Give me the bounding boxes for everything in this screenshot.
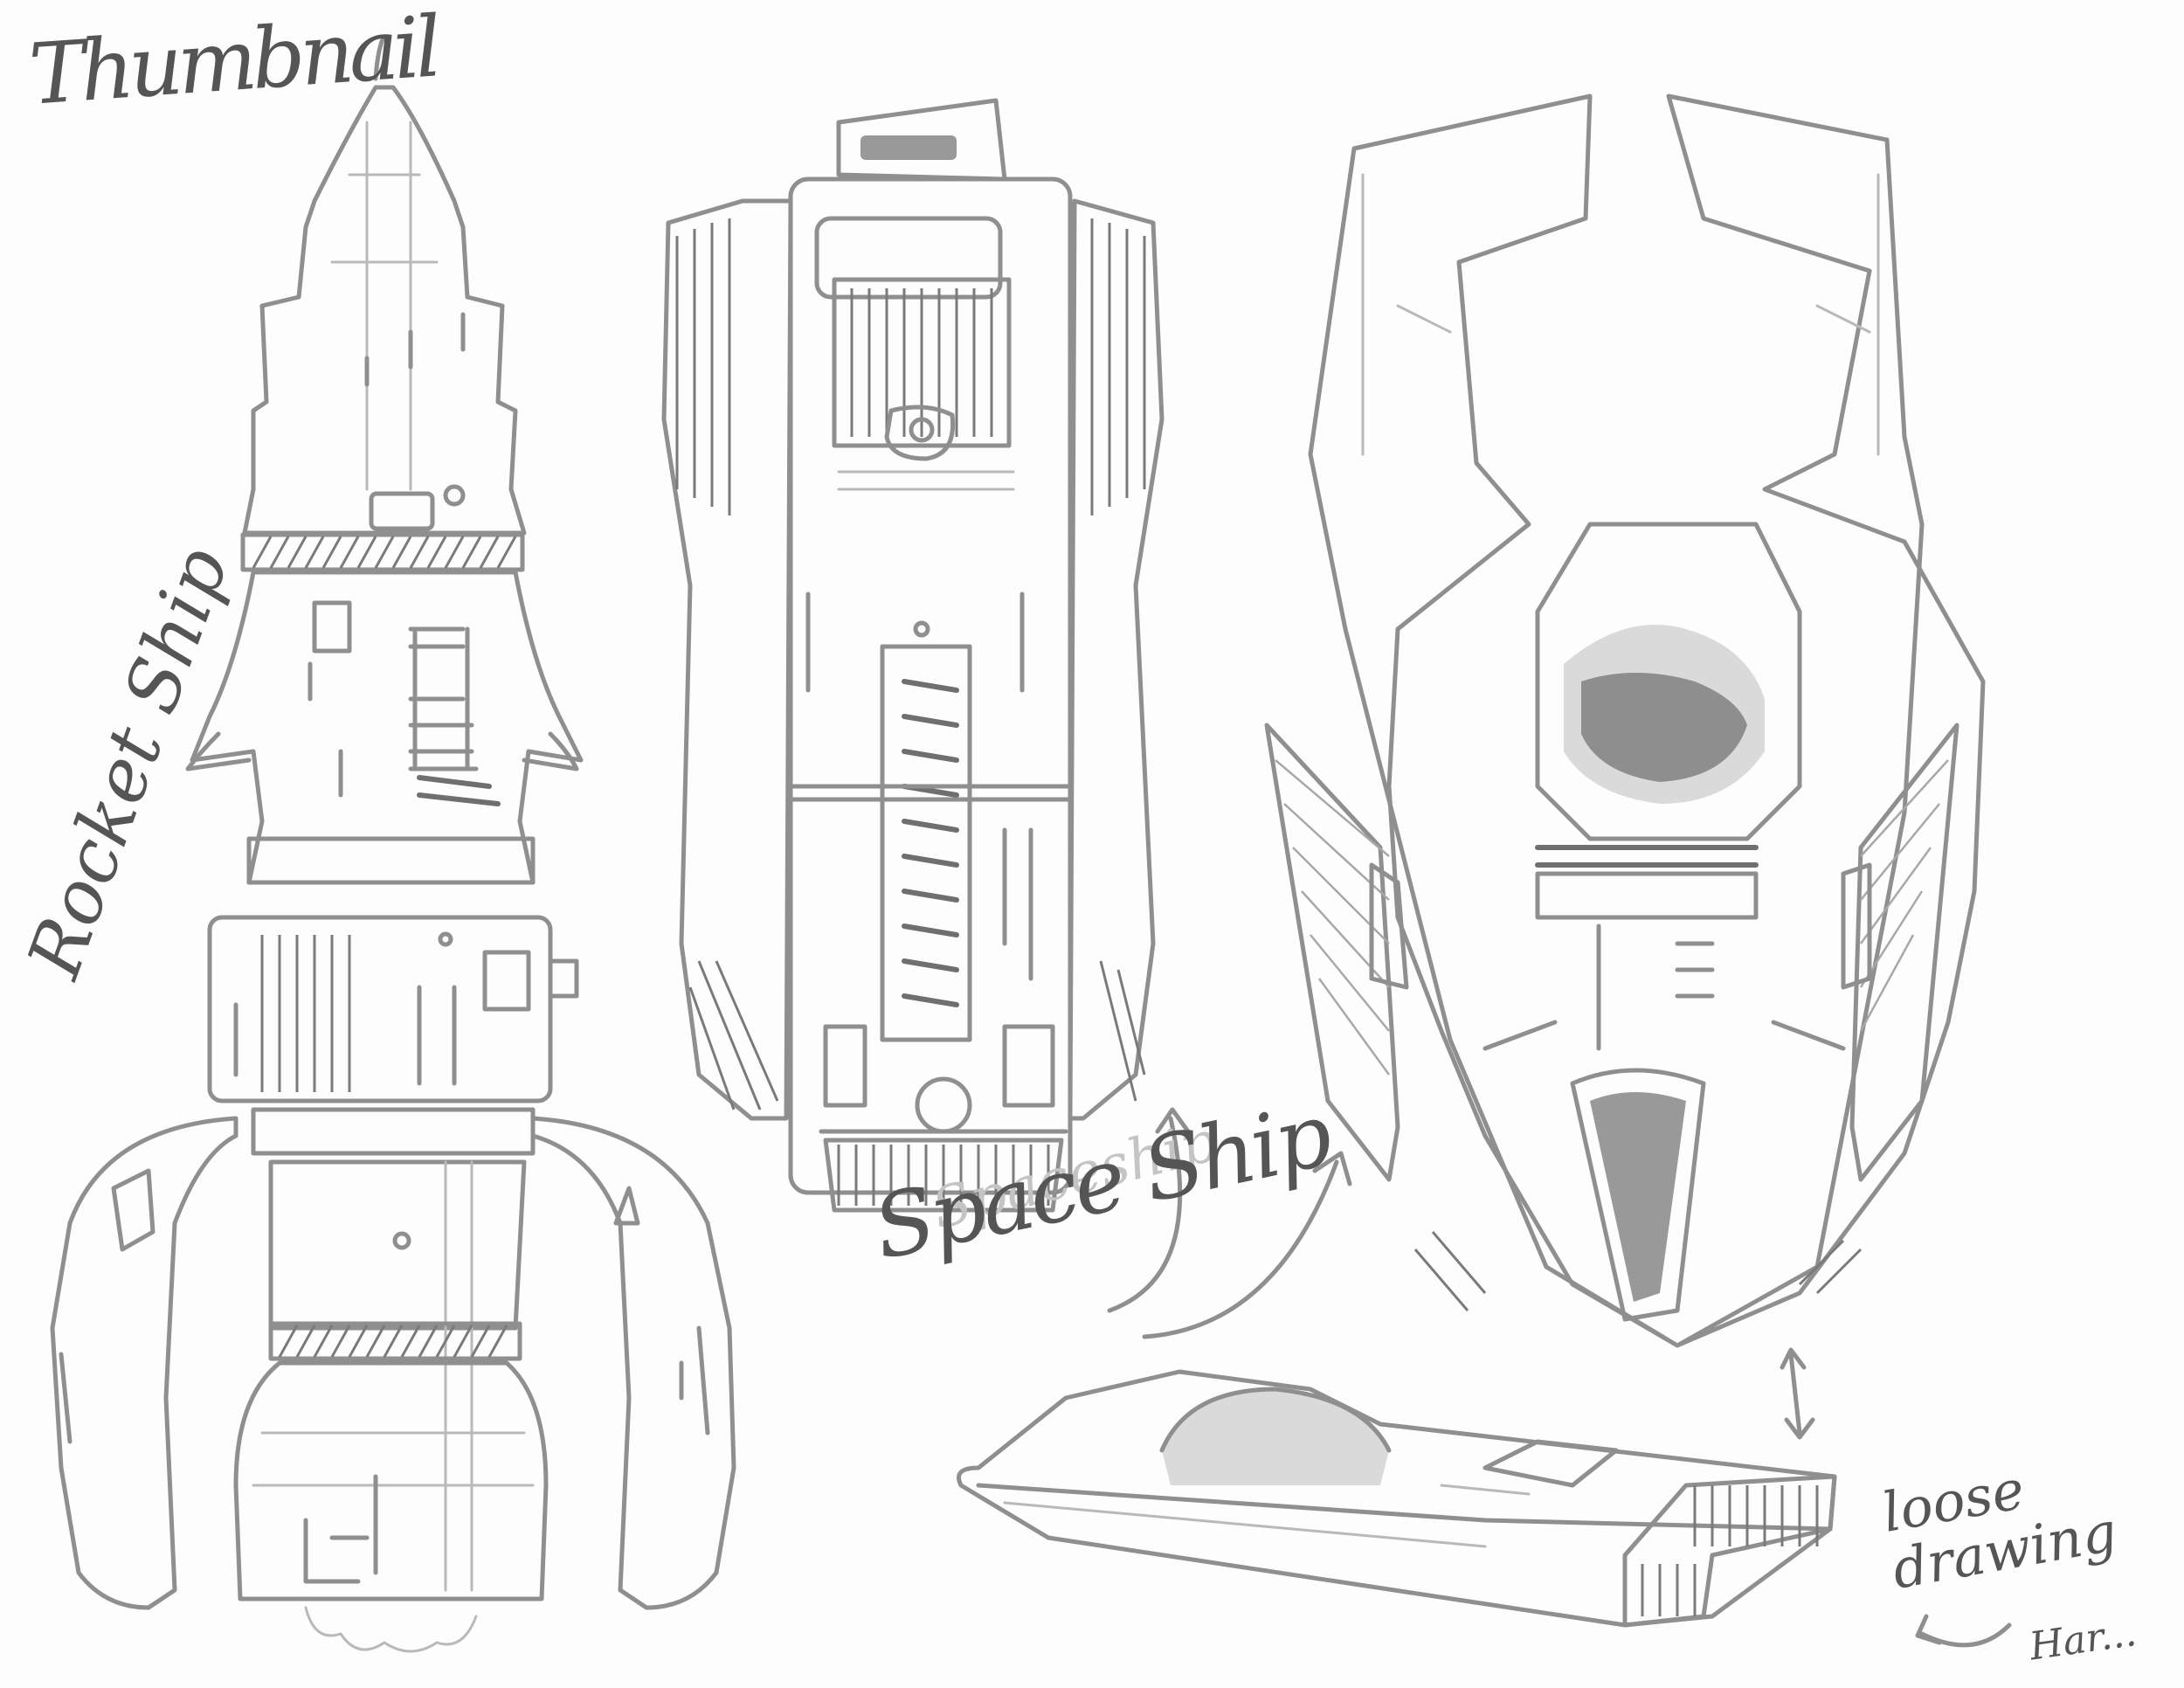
arrow-to-winged-ship <box>1142 1151 1352 1339</box>
annotation-arrows <box>1107 1107 2012 1648</box>
spaceship-winged-sketch <box>1264 93 1986 1348</box>
double-arrow <box>1780 1347 1815 1440</box>
spaceship-sideview-sketch <box>957 1369 1837 1628</box>
spaceship-topdown-sketch <box>661 98 1165 1213</box>
arrow-to-middle-ship <box>1107 1107 1191 1313</box>
arrow-loose-drawing <box>1915 1614 2012 1648</box>
rocket-ship-sketch <box>50 35 736 1653</box>
